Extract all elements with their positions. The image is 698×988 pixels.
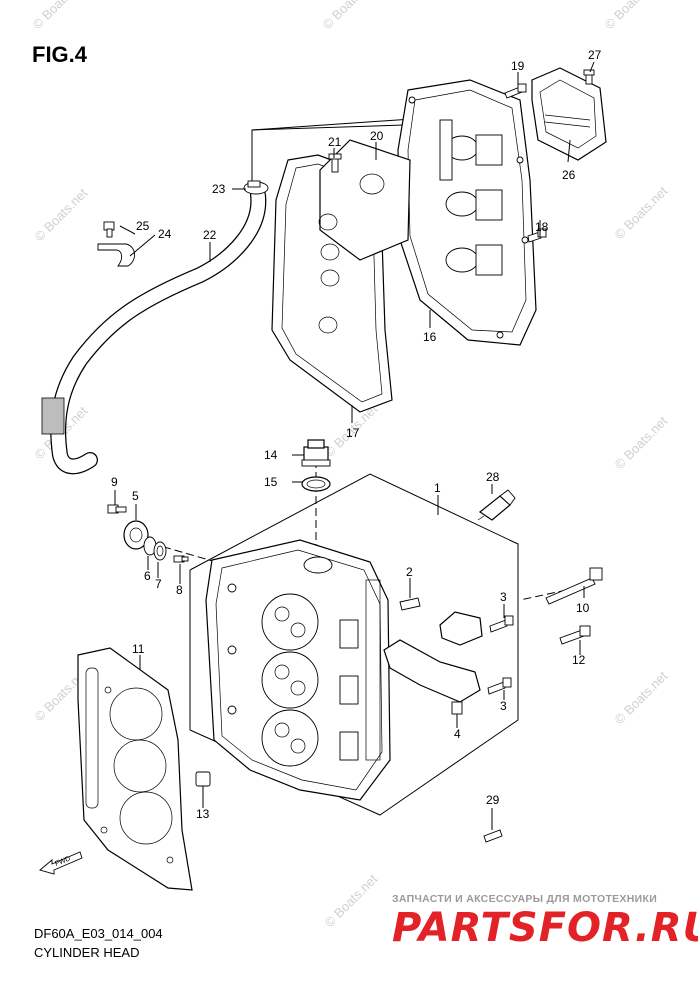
callout-9: 9 — [111, 475, 118, 489]
callout-13: 13 — [196, 807, 210, 821]
watermark-text: © Boats.net — [612, 668, 671, 727]
callout-leaders — [114, 61, 595, 830]
callout-17: 17 — [346, 426, 360, 440]
hose-clamp-part — [243, 180, 269, 195]
thermostat-cover-part — [123, 520, 149, 550]
pin-29-part — [483, 829, 503, 843]
callout-23: 23 — [212, 182, 226, 196]
breather-hose-part — [41, 187, 267, 475]
o-ring-part — [301, 476, 331, 492]
callout-11: 11 — [132, 642, 145, 656]
cylinder-head-part — [205, 539, 391, 801]
callout-4: 4 — [454, 727, 461, 741]
callout-24: 24 — [158, 227, 172, 241]
bolt-27-part — [583, 69, 595, 85]
watermark-text: © Boats.net — [320, 0, 379, 32]
callout-27: 27 — [588, 48, 602, 62]
callout-28: 28 — [486, 470, 500, 484]
cam-housing-4-part — [383, 639, 481, 715]
bolt-3-upper-part — [489, 615, 514, 633]
figure-title: FIG.4 — [32, 42, 88, 67]
callout-5: 5 — [132, 489, 139, 503]
watermark-text: © Boats.net — [322, 871, 381, 930]
callout-1: 1 — [434, 481, 441, 495]
callout-3: 3 — [500, 699, 507, 713]
plug-hole-gasket-part — [318, 139, 411, 334]
callout-15: 15 — [264, 475, 278, 489]
thermostat-gasket-part — [153, 541, 167, 561]
callout-22: 22 — [203, 228, 217, 242]
callout-19: 19 — [511, 59, 525, 73]
bolt-21-part — [328, 153, 342, 173]
bolt-25-part — [103, 221, 115, 238]
watermark-text: © Boats.net — [612, 413, 671, 472]
callout-25: 25 — [136, 219, 150, 233]
fwd-arrow-icon: FWD — [39, 851, 83, 875]
callout-10: 10 — [576, 601, 590, 615]
dowel-pin-2-part — [399, 597, 421, 611]
callout-20: 20 — [370, 129, 384, 143]
cylinder-head-frame — [189, 473, 519, 816]
bolt-18-part — [527, 228, 547, 243]
advert-tagline: ЗАПЧАСТИ И АКСЕССУАРЫ ДЛЯ МОТОТЕХНИКИ — [392, 893, 658, 905]
callout-3: 3 — [500, 590, 507, 604]
callout-2: 2 — [406, 565, 413, 579]
callout-6: 6 — [144, 569, 151, 583]
callout-16: 16 — [423, 330, 437, 344]
oil-filler-cap-part — [301, 439, 331, 467]
callout-12: 12 — [572, 653, 586, 667]
watermark-text: © Boats.net — [30, 0, 89, 32]
bolt-12-part — [559, 625, 591, 645]
figure-code: DF60A_E03_014_004 — [34, 926, 163, 941]
callout-21: 21 — [328, 135, 342, 149]
callout-29: 29 — [486, 793, 500, 807]
callout-14: 14 — [264, 448, 278, 462]
head-gasket-part — [77, 647, 193, 891]
callout-8: 8 — [176, 583, 183, 597]
bolt-10-part — [545, 567, 603, 605]
callout-18: 18 — [535, 220, 549, 234]
breather-cover-part — [531, 67, 607, 161]
dowel-13-part — [195, 771, 211, 787]
cylinder-head-cover-part — [397, 79, 537, 346]
watermark-text: © Boats.net — [612, 183, 671, 242]
bolt-8-part — [173, 555, 189, 563]
bolt-19-part — [504, 83, 527, 99]
watermark-text: © Boats.net — [32, 185, 91, 244]
figure-caption: CYLINDER HEAD — [34, 945, 140, 960]
bolt-9-part — [107, 504, 127, 514]
cam-retainer-part — [439, 611, 483, 646]
callout-26: 26 — [562, 168, 576, 182]
clip-24-part — [97, 243, 135, 267]
advert-logo: PARTSFOR.RU — [392, 905, 698, 951]
callout-7: 7 — [155, 577, 162, 591]
bolt-3-lower-part — [487, 677, 512, 695]
watermark-text: © Boats.net — [602, 0, 661, 32]
spark-plug-part — [477, 489, 516, 521]
callout-labels: 1 2 3 3 4 5 6 7 8 9 10 11 12 13 14 15 16… — [111, 48, 602, 821]
